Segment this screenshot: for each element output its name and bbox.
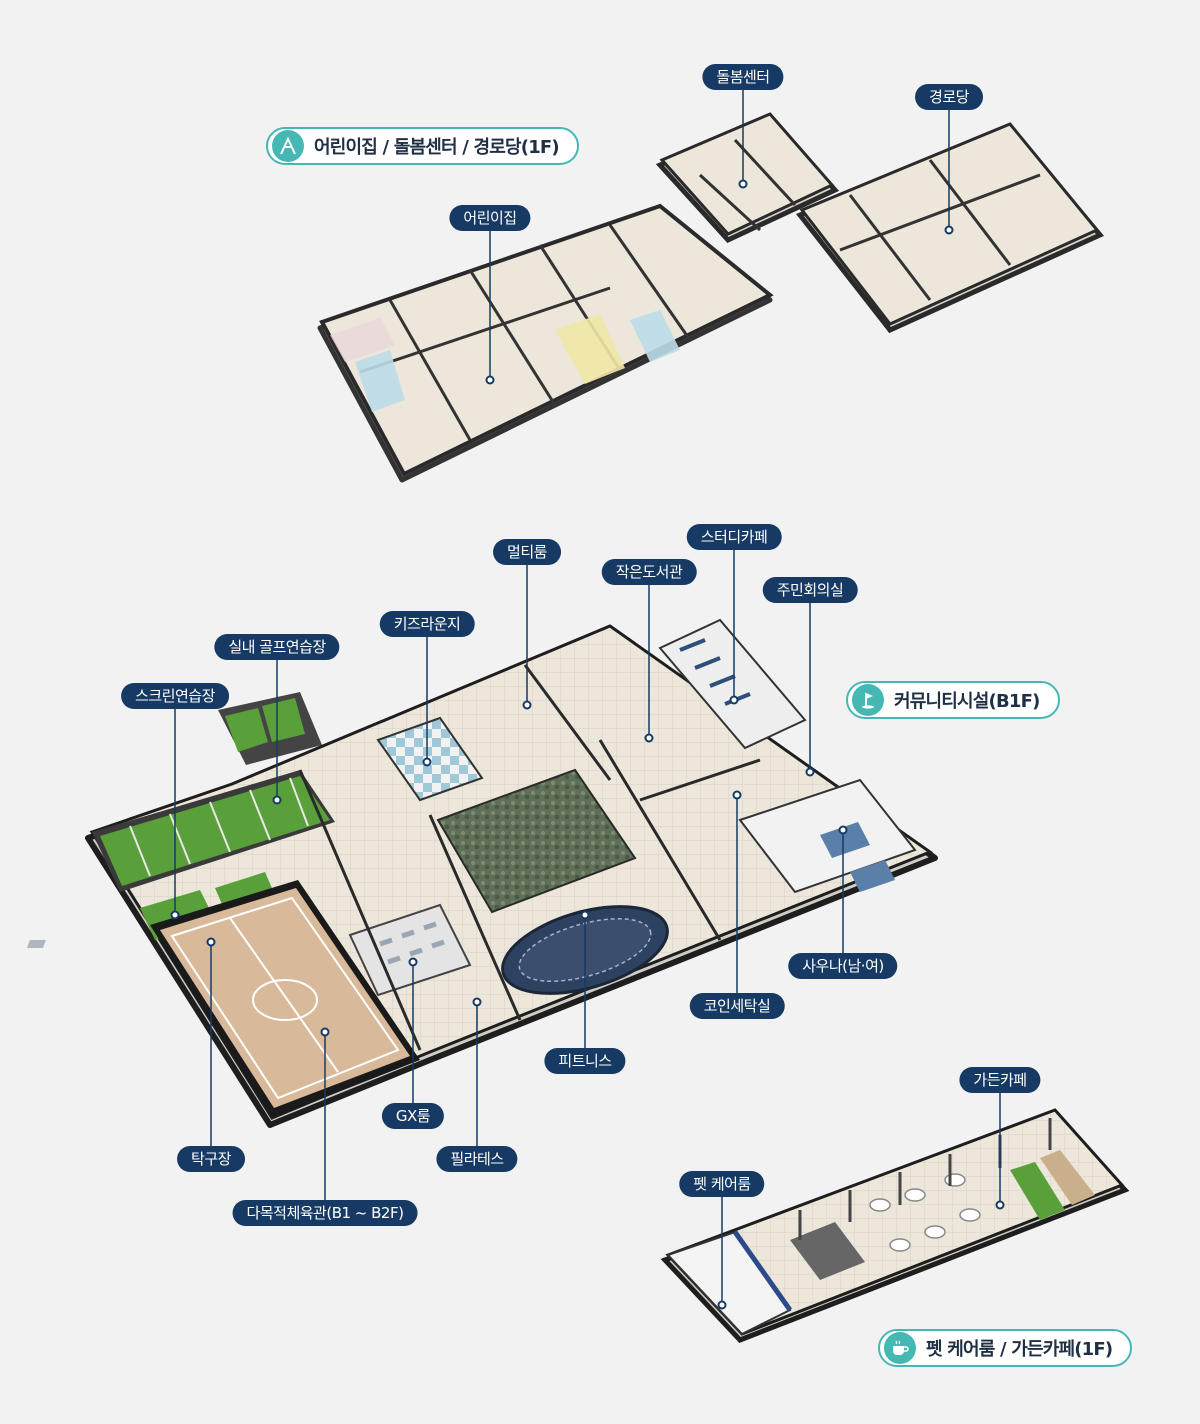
- label-indoor-golf: 실내 골프연습장: [214, 634, 340, 660]
- top-building: [317, 112, 1105, 483]
- label-multi-room: 멀티룸: [493, 539, 561, 565]
- label-coin-laundry: 코인세탁실: [689, 993, 785, 1019]
- leader-dots: [170, 179, 1005, 1310]
- label-study-cafe: 스터디카페: [686, 524, 782, 550]
- leader-lines: [174, 90, 1001, 1305]
- label-garden-cafe: 가든카페: [959, 1067, 1041, 1093]
- section-badge-b1f-community: 커뮤니티시설(B1F): [846, 681, 1060, 719]
- label-pet-care: 펫 케어룸: [679, 1171, 765, 1197]
- label-care-center: 돌봄센터: [702, 64, 784, 90]
- label-table-tennis: 탁구장: [177, 1146, 245, 1172]
- section-badge-1f-cafe: 펫 케어룸 / 가든카페(1F): [878, 1329, 1133, 1367]
- cafe-building: [660, 1108, 1130, 1343]
- label-daycare: 어린이집: [449, 205, 531, 231]
- section-title: 펫 케어룸 / 가든카페(1F): [926, 1339, 1113, 1360]
- label-residents-meeting: 주민회의실: [762, 577, 858, 603]
- label-screen-golf: 스크린연습장: [121, 683, 229, 709]
- label-senior-hall: 경로당: [915, 84, 983, 110]
- label-kids-lounge: 키즈라운지: [379, 611, 475, 637]
- playground-icon: [272, 130, 304, 162]
- section-badge-1f-care: 어린이집 / 돌봄센터 / 경로당(1F): [266, 127, 579, 165]
- section-title: 어린이집 / 돌봄센터 / 경로당(1F): [314, 137, 560, 158]
- label-pilates: 필라테스: [436, 1146, 518, 1172]
- coffee-cup-icon: [884, 1332, 916, 1364]
- label-fitness: 피트니스: [544, 1048, 626, 1074]
- label-small-library: 작은도서관: [601, 559, 697, 585]
- label-sauna: 사우나(남·여): [788, 953, 898, 979]
- section-title: 커뮤니티시설(B1F): [894, 691, 1040, 712]
- golf-flag-icon: [852, 684, 884, 716]
- label-multi-gym: 다목적체육관(B1 ~ B2F): [232, 1200, 418, 1226]
- label-gx-room: GX룸: [381, 1103, 445, 1129]
